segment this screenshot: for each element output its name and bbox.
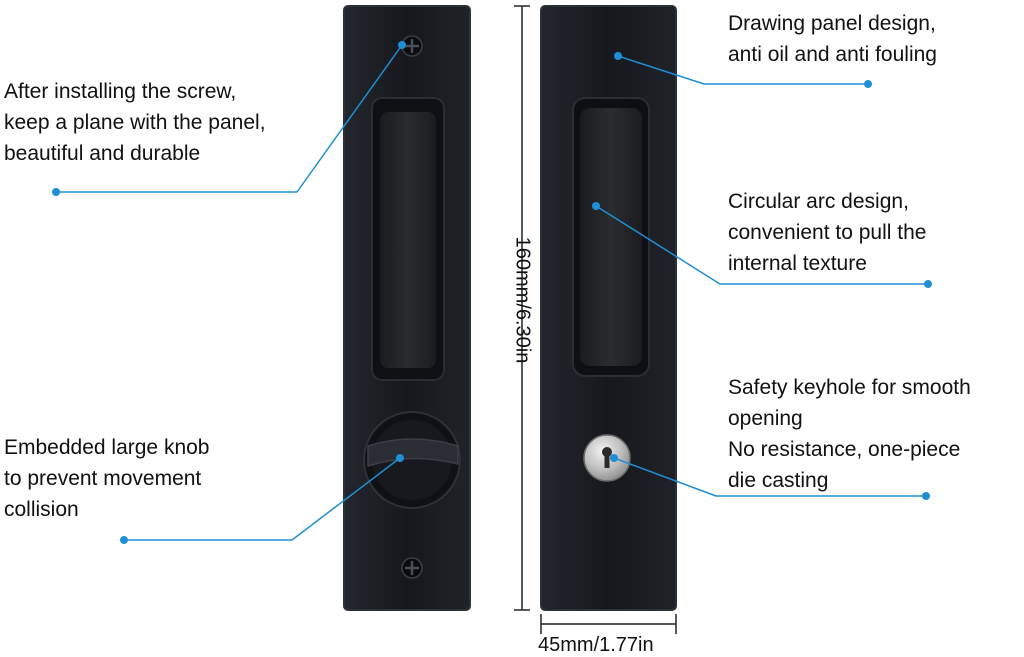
- top-screw-icon: [401, 35, 423, 57]
- callout-text-panel: Drawing panel design, anti oil and anti …: [728, 12, 937, 66]
- callout-text-arc: Circular arc design, convenient to pull …: [728, 190, 927, 275]
- callout-screw: [52, 41, 406, 196]
- height-dimension-label: 160mm/6.30in: [511, 236, 534, 364]
- callout-text-keyhole: Safety keyhole for smooth opening No res…: [728, 376, 971, 492]
- front-panel: [343, 5, 471, 611]
- bottom-screw-icon: [401, 557, 423, 579]
- callout-text-screw: After installing the screw, keep a plane…: [4, 80, 266, 165]
- callout-text-knob: Embedded large knob to prevent movement …: [4, 436, 210, 521]
- keyhole-icon: [583, 434, 631, 482]
- knob-icon: [363, 411, 461, 509]
- back-finger-recess: [572, 97, 650, 377]
- front-finger-recess: [371, 97, 445, 381]
- back-panel: [540, 5, 677, 611]
- callout-keyhole: [610, 454, 930, 500]
- callout-arc: [592, 202, 932, 288]
- callout-knob: [120, 454, 404, 544]
- height-dimension-line: [514, 5, 530, 611]
- width-dimension-label: 45mm/1.77in: [538, 634, 654, 656]
- width-dimension-line: [540, 614, 677, 634]
- callout-panel: [614, 52, 872, 88]
